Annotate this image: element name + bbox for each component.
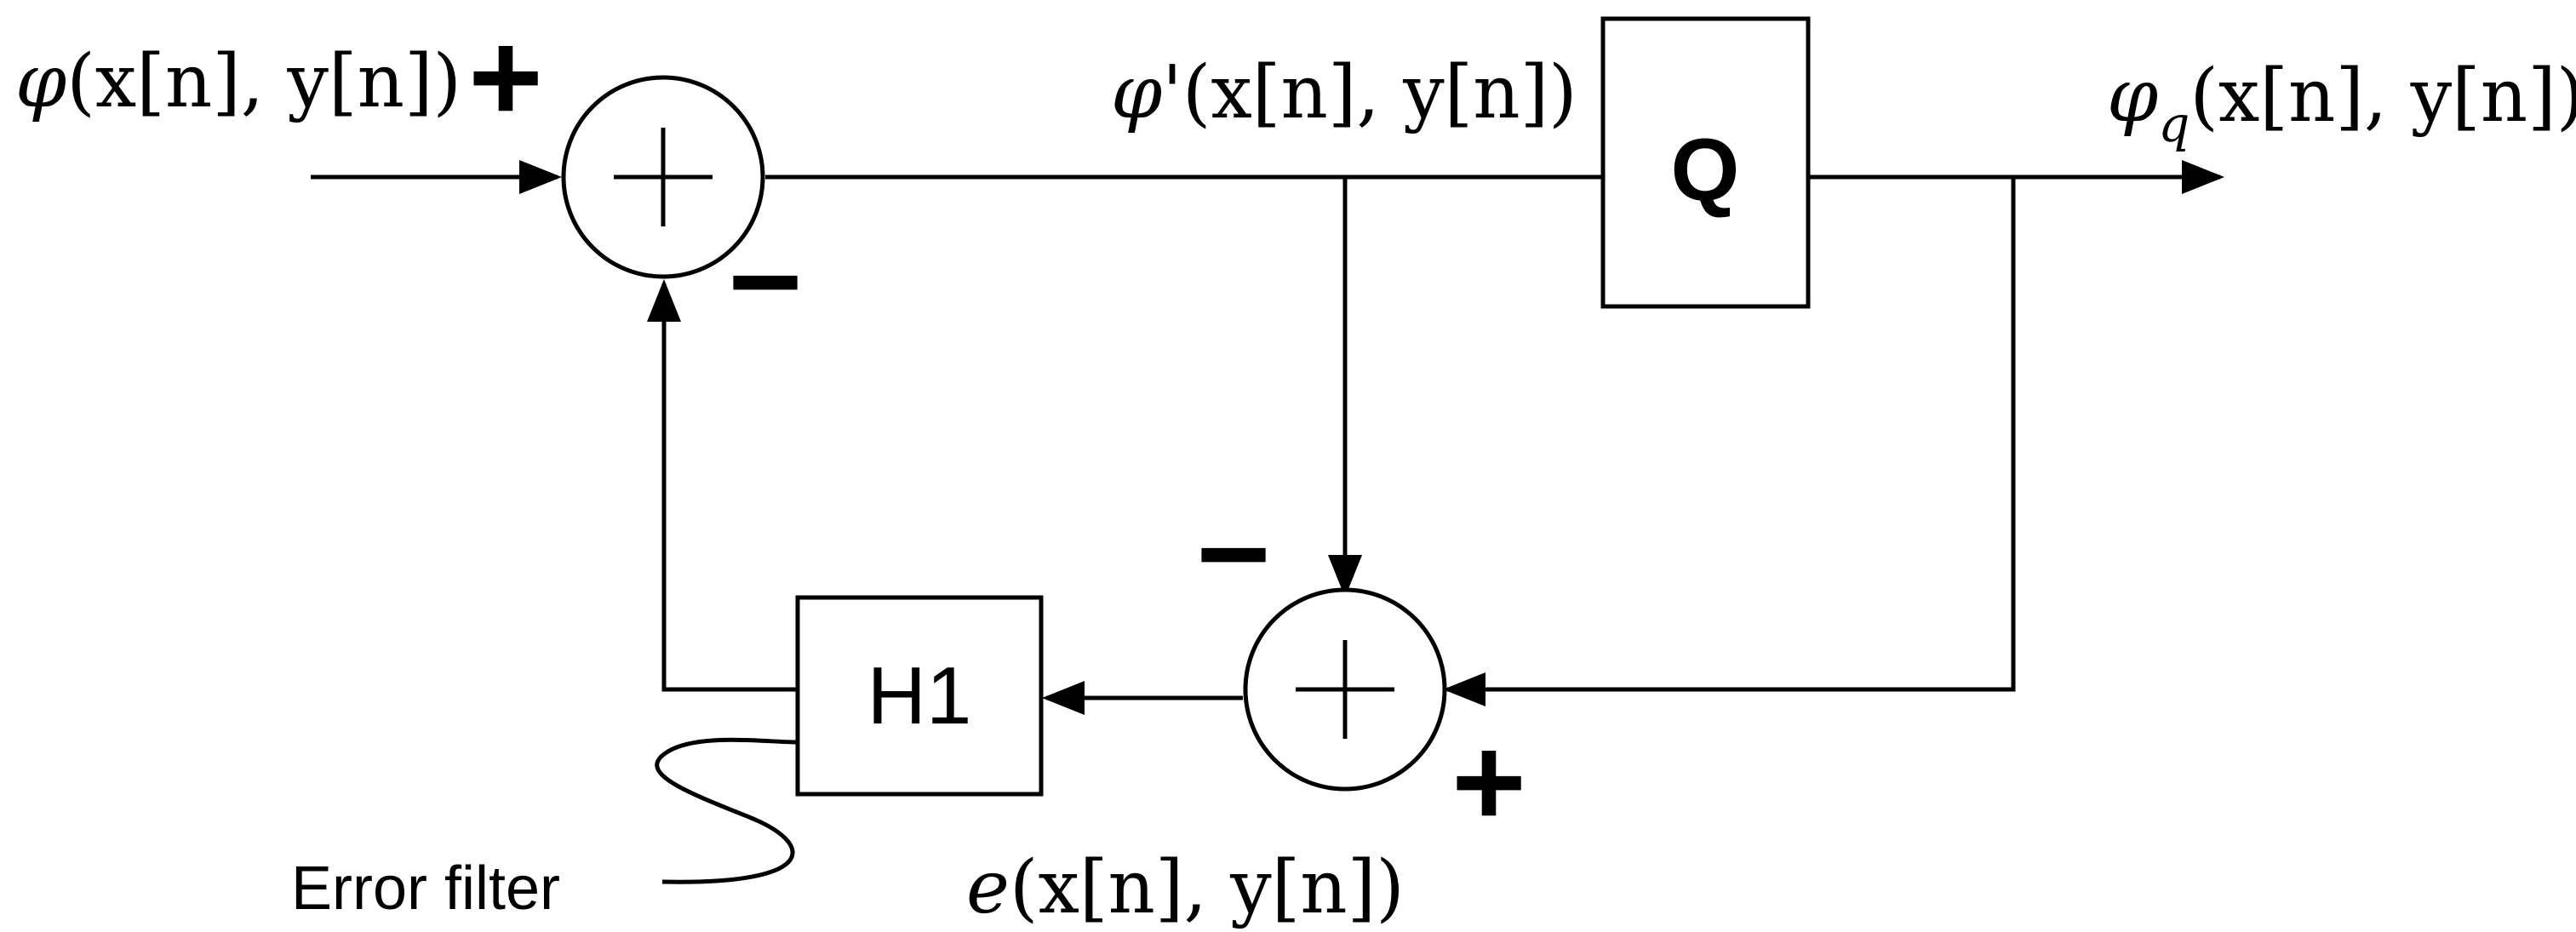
caption-connector [655, 737, 799, 884]
quantizer-label: Q [1671, 121, 1740, 220]
output-signal-label: φq(x[n], y[n]) [2107, 54, 2576, 153]
filter-label: H1 [867, 650, 972, 741]
error-signal-label: e(x[n], y[n]) [966, 845, 1405, 930]
sum2-modified-minus: − [1196, 482, 1271, 625]
summing-junction-1 [561, 75, 765, 279]
output-feedback-wire [1443, 177, 2016, 706]
input-signal-label: φ(x[n], y[n]) [15, 39, 461, 124]
summing-junction-2 [1243, 587, 1447, 792]
sum2-output-plus: + [1451, 710, 1526, 853]
sum1-input-plus: + [468, 5, 543, 148]
quantizer-block: Q [1600, 16, 1811, 309]
error-filter-caption: Error filter [291, 855, 560, 923]
h1-filter-block: H1 [795, 595, 1044, 797]
h1-to-sum1-wire [647, 279, 798, 692]
modified-signal-label: φ'(x[n], y[n]) [1111, 50, 1577, 135]
sum1-feedback-minus: − [728, 209, 803, 352]
